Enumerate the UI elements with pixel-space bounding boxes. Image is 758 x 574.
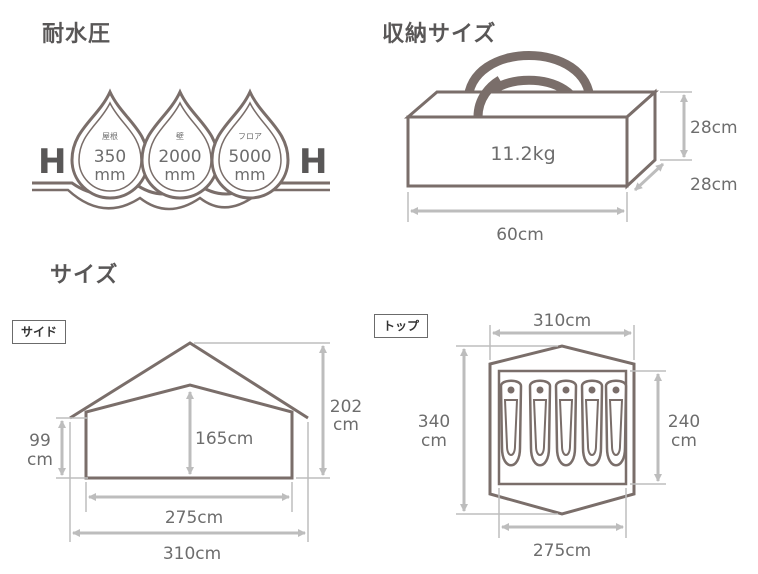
side-outer-width: 310cm [163,544,221,564]
drop-wall-part: 壁 [176,131,184,141]
side-total-height-unit: cm [333,415,359,435]
side-total-height: 202 [330,397,362,417]
side-inner-height: 165cm [195,429,253,449]
bag-depth: 28cm [690,175,738,195]
top-outer-width: 310cm [533,311,591,331]
bag-handle-outer [463,51,595,103]
sleeping-bag [580,379,604,467]
sleeping-bag [604,379,628,467]
bag-top-face [403,90,659,119]
bag-height: 28cm [690,118,738,138]
drop-roof-unit: mm [94,165,125,184]
water-pressure-heading: 耐水圧 [42,22,112,47]
side-wall-height: 99 [29,431,51,451]
drop-roof [70,88,150,200]
drop-left-letter: H [38,142,66,182]
drop-roof-value: 350 [94,147,126,167]
sleeping-bag [528,379,552,467]
sleeping-bag [499,379,523,467]
tent-top-view: 310cm 340 cm 240 cm 275cm [418,311,700,561]
sleeping-bags [499,379,628,467]
side-wall-height-unit: cm [27,450,53,470]
bag-length: 60cm [496,225,544,245]
drop-floor-part: フロア [238,132,262,141]
drop-floor-value: 5000 [228,147,271,167]
drop-roof-part: 屋根 [102,131,118,141]
tent-side-view: 99 cm 165cm 202 cm 275cm 310cm [27,341,362,564]
side-outer-roof [69,341,309,420]
top-inner-depth: 240 [668,412,700,432]
bag-weight: 11.2kg [490,143,555,165]
drop-floor-unit: mm [234,165,265,184]
top-outer-depth-unit: cm [421,431,447,451]
top-inner-depth-unit: cm [671,431,697,451]
side-view-tag: サイド [12,320,67,344]
drop-wall-unit: mm [164,165,195,184]
drop-wall [140,88,220,200]
drop-floor [210,88,290,200]
storage-bag-diagram: 11.2kg 28cm 28cm 60cm [403,51,738,245]
drop-ground-line-lower [32,188,330,211]
size-heading: サイズ [50,263,119,288]
sleeping-bag [554,379,578,467]
water-pressure-diagram: H H 屋根 350 mm 壁 2000 mm フロア 5000 mm [32,88,330,211]
top-inner-width: 275cm [533,541,591,561]
top-view-tag: トップ [374,314,429,338]
drop-wall-value: 2000 [158,147,201,167]
drop-right-letter: H [299,142,327,182]
side-inner-width: 275cm [165,508,223,528]
bag-depth-arrow [633,162,665,192]
top-outer-depth: 340 [418,412,450,432]
bag-front-face [406,115,629,188]
storage-size-heading: 収納サイズ [382,22,497,47]
